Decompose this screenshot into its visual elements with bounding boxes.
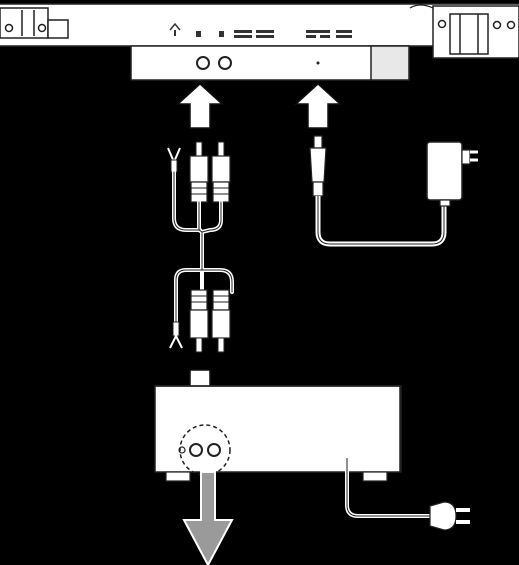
panel-markings bbox=[169, 22, 352, 38]
amplifier bbox=[154, 385, 402, 482]
dc-plug bbox=[309, 135, 327, 197]
dc-power-input bbox=[316, 61, 320, 65]
turntable-back-panel bbox=[0, 3, 519, 81]
amplifier-power-plug bbox=[429, 501, 470, 531]
phono-and-ground-jacks bbox=[196, 56, 232, 70]
rca-cable-with-ground-wire bbox=[172, 170, 234, 324]
output-arrow bbox=[182, 471, 234, 565]
arrow-to-phono-jacks bbox=[176, 82, 224, 129]
ac-adapter bbox=[426, 141, 478, 207]
amplifier-power-cord bbox=[345, 458, 432, 518]
rca-cable-top-plugs bbox=[167, 141, 231, 203]
arrow-to-dc-input bbox=[294, 82, 342, 129]
amplifier-phono-input bbox=[178, 424, 231, 476]
rca-cable-bottom-plugs bbox=[169, 289, 231, 353]
dc-cable bbox=[315, 196, 447, 247]
